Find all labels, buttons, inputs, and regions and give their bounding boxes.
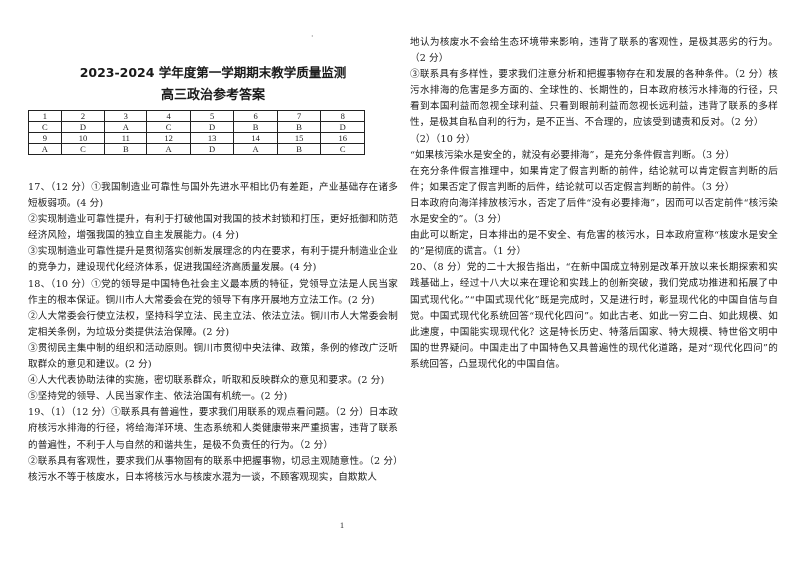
answer-table-cell: D <box>60 121 106 133</box>
answer-paragraph: ③实现制造业可靠性提升是贯彻落实创新发展理念的内在要求，有利于提升制造业企业的竞… <box>28 246 398 274</box>
answer-table-cell: A <box>146 143 191 155</box>
answer-paragraph: 20、（8 分）党的二十大报告指出，“在新中国成立特别是改革开放以来长期探索和实… <box>410 262 778 370</box>
answer-table-cell: 15 <box>276 132 322 144</box>
answer-table-cell: 1 <box>28 110 62 122</box>
answer-table-cell: 8 <box>320 110 365 122</box>
answer-paragraph: ④人大代表协助法律的实施，密切联系群众，听取和反映群众的意见和要求。(2 分) <box>28 375 385 387</box>
right-answers: 地认为核废水不会给生态环境带来影响，违背了联系的客观性，是极其恶劣的行为。（2 … <box>410 35 778 373</box>
answer-paragraph: 日本政府向海洋排放核污水，否定了后件“没有必要排海”，因而可以否定前件“核污染水… <box>410 197 778 226</box>
answer-table-cell: 2 <box>60 110 106 122</box>
answer-table-cell: 9 <box>28 132 62 144</box>
answer-table-cell: 12 <box>146 132 191 144</box>
page-number: 1 <box>340 521 344 530</box>
answer-table-cell: B <box>276 143 322 155</box>
answer-table-cell: A <box>233 143 278 155</box>
answer-paragraph: 由此可以断定，日本排出的是不安全、有危害的核污水，日本政府宣称“核废水是安全的”… <box>410 230 779 258</box>
answer-paragraph: ②联系具有客观性，要求我们从事物固有的联系中把握事物，切忌主观随意性。（2 分）… <box>28 455 398 483</box>
answer-paragraph: 在充分条件假言推理中，如果肯定了假言判断的前件，结论就可以肯定假言判断的后件；如… <box>410 165 778 193</box>
answer-paragraph: ②实现制造业可靠性提升，有利于打破他国对我国的技术封锁和打压，更好抵御和防范经济… <box>28 214 398 242</box>
left-answers: 17、（12 分）①我国制造业可靠性与国外先进水平相比仍有差距，产业基础存在诸多… <box>28 180 398 486</box>
answer-table-cell: 10 <box>60 132 106 144</box>
answer-table-cell: D <box>320 121 365 133</box>
answer-table-cell: C <box>146 121 191 133</box>
answer-table-cell: 7 <box>276 110 322 122</box>
answer-table-cell: 11 <box>104 132 148 144</box>
answer-paragraph: 地认为核废水不会给生态环境带来影响，违背了联系的客观性，是极其恶劣的行为。（2 … <box>410 37 778 65</box>
answer-table-cell: 6 <box>233 110 278 122</box>
document-title: 2023-2024 学年度第一学期期末教学质量监测 <box>79 65 347 80</box>
answer-paragraph: “如果核污染水是安全的，就没有必要排海”，是充分条件假言判断。（3 分） <box>410 149 735 161</box>
answer-table-cell: A <box>28 143 62 155</box>
answer-table-cell: D <box>189 143 235 155</box>
answer-paragraph: 18、（10 分）①党的领导是中国特色社会主义最本质的特征，党领导立法是人民当家… <box>28 278 398 306</box>
answer-table-cell: B <box>276 121 322 133</box>
document-subtitle: 高三政治参考答案 <box>160 88 265 103</box>
answer-table-cell: C <box>28 121 62 133</box>
answer-paragraph: ③贯彻民主集中制的组织和活动原则。铜川市贯彻中央法律、政策，条例的修改广泛听取群… <box>28 342 398 371</box>
answer-table-cell: C <box>320 143 365 155</box>
answer-paragraph: ②人大常委会行使立法权，坚持科学立法、民主立法、依法立法。铜川市人大常委会制定相… <box>28 310 398 338</box>
answer-table-cell: 14 <box>233 132 278 144</box>
answer-paragraph: ⑤坚持党的领导、人民当家作主、依法治国有机统一。(2 分) <box>28 391 288 403</box>
answer-table-cell: 13 <box>189 132 235 144</box>
answer-table-cell: 3 <box>104 110 148 122</box>
answer-paragraph: 17、（12 分）①我国制造业可靠性与国外先进水平相比仍有差距，产业基础存在诸多… <box>28 182 398 210</box>
answer-table-cell: A <box>104 121 148 133</box>
answer-table-cell: B <box>233 121 278 133</box>
answer-paragraph: ③联系具有多样性，要求我们注意分析和把握事物存在和发展的各种条件。（2 分）核污… <box>410 69 778 129</box>
answer-table-cell: D <box>189 121 235 133</box>
answer-table-cell: 5 <box>189 110 235 122</box>
answer-table-cell: 4 <box>146 110 191 122</box>
top-mark: · <box>311 32 314 41</box>
answer-table-cell: C <box>60 143 106 155</box>
answer-paragraph: 19、（1）（12 分）①联系具有普遍性，要求我们用联系的观点看问题。（2 分）… <box>28 407 398 451</box>
answer-table-cell: 16 <box>320 132 365 144</box>
answer-table-cell: B <box>104 143 148 155</box>
answer-paragraph: （2）（10 分） <box>410 133 476 145</box>
